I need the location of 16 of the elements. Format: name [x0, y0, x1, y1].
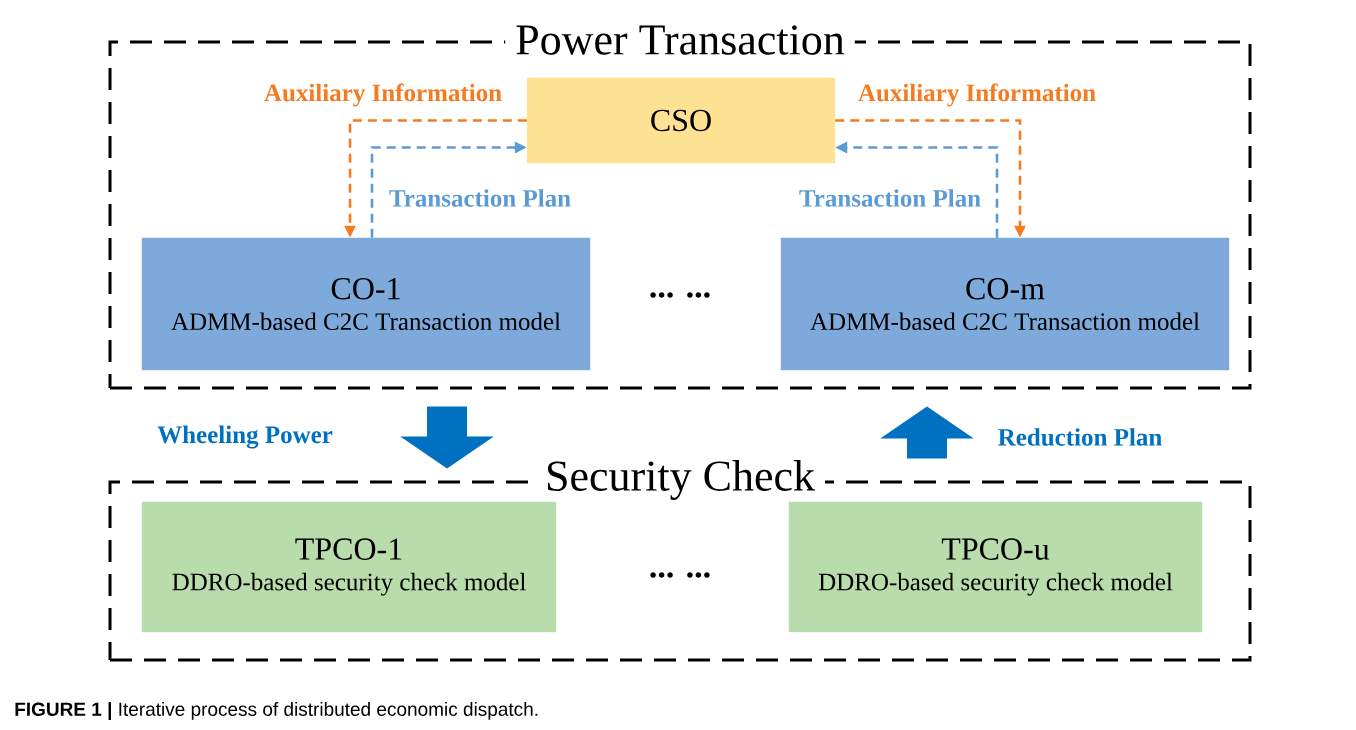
- ellipsis-label: ... ...: [650, 292, 710, 298]
- group-title: Security Check: [535, 460, 826, 500]
- process-box: CSO: [526, 77, 836, 164]
- figure-caption: FIGURE 1 | Iterative process of distributed economic dispatch.: [15, 702, 538, 720]
- edge-label: Reduction Plan: [995, 426, 1165, 448]
- process-box: TPCO-1 DDRO-based security check model: [141, 501, 557, 633]
- process-box: CO-1 ADMM-based C2C Transaction model: [141, 237, 591, 371]
- edge-label: Auxiliary Information: [261, 81, 505, 109]
- group-title: Power Transaction: [505, 25, 855, 55]
- process-box: TPCO-u DDRO-based security check model: [788, 501, 1203, 633]
- edge-label: Auxiliary Information: [855, 81, 1099, 109]
- edge-label: Transaction Plan: [796, 187, 984, 209]
- process-box: CO-m ADMM-based C2C Transaction model: [780, 237, 1230, 371]
- edge-label: Transaction Plan: [386, 187, 574, 209]
- ellipsis-label: ... ...: [650, 572, 710, 578]
- edge-label: Wheeling Power: [155, 423, 335, 451]
